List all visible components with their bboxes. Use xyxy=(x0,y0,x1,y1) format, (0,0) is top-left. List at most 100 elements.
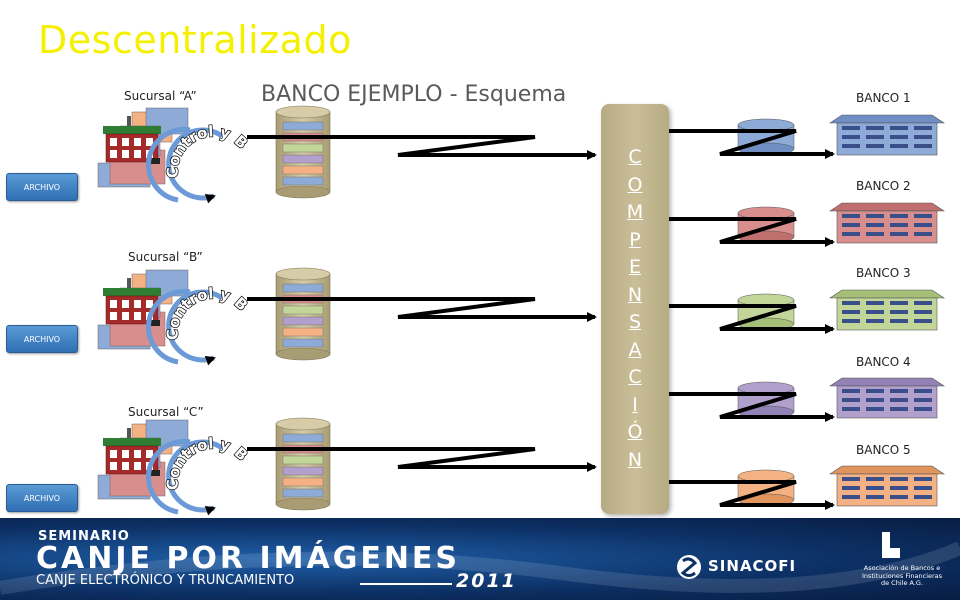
document-stack-sheet xyxy=(282,433,324,443)
control-cycle-arrow-icon xyxy=(146,289,191,365)
bank-window-icon xyxy=(866,389,884,393)
bank-window-icon xyxy=(914,486,932,490)
flow-arrow xyxy=(247,447,597,472)
document-stack-sheet xyxy=(282,165,324,175)
bank-window-icon xyxy=(866,232,884,236)
window-icon xyxy=(146,138,153,146)
bank-window-icon xyxy=(890,407,908,411)
window-icon xyxy=(122,150,129,158)
bank-roof-icon xyxy=(829,465,945,475)
compensacion-letter: A xyxy=(628,338,642,361)
compensacion-letter: M xyxy=(626,201,644,223)
bank-label-4: BANCO 4 xyxy=(856,355,911,369)
compensacion-box: C O M P E N S A C I Ó N xyxy=(601,104,669,514)
document-stack-sheet xyxy=(282,316,324,326)
bank-window-icon xyxy=(866,214,884,218)
flow-arrow xyxy=(652,304,835,334)
bank-window-icon xyxy=(914,495,932,499)
control-balance-label: Control y Balanceo xyxy=(0,0,251,490)
bank-window-icon xyxy=(890,301,908,305)
bank-window-icon xyxy=(914,301,932,305)
branch-group: Control y Balanceo xyxy=(0,0,597,516)
document-stack-sheet xyxy=(282,305,324,315)
bank-window-icon xyxy=(914,135,932,139)
bank-window-icon xyxy=(866,135,884,139)
window-icon xyxy=(122,462,129,470)
bank-group xyxy=(652,377,945,422)
bank-window-icon xyxy=(842,135,860,139)
bank-window-icon xyxy=(914,144,932,148)
flow-arrow xyxy=(652,129,835,159)
bank-window-icon xyxy=(842,301,860,305)
archivo-button-b[interactable]: ARCHIVO xyxy=(6,325,78,353)
document-stack-sheet xyxy=(282,283,324,293)
window-icon xyxy=(134,150,141,158)
database-cylinder-top xyxy=(275,105,331,119)
bank-group xyxy=(652,202,945,247)
compensacion-letter: O xyxy=(627,173,643,196)
window-icon xyxy=(134,312,141,320)
bank-window-icon xyxy=(842,398,860,402)
bank-label-2: BANCO 2 xyxy=(856,179,911,193)
bank-window-icon xyxy=(914,232,932,236)
bank-window-icon xyxy=(914,126,932,130)
branch-roof-icon xyxy=(103,126,161,134)
bank-window-icon xyxy=(914,398,932,402)
bank-window-icon xyxy=(890,495,908,499)
bank-window-icon xyxy=(866,398,884,402)
bank-roof-icon xyxy=(829,289,945,299)
archivo-button-a[interactable]: ARCHIVO xyxy=(6,173,78,201)
chimney-icon xyxy=(127,116,131,126)
document-stack-sheet xyxy=(282,143,324,153)
window-icon xyxy=(146,450,153,458)
footer-sinacofi: SINACOFI xyxy=(708,557,797,575)
window-icon xyxy=(122,138,129,146)
diagram-subtitle: BANCO EJEMPLO - Esquema xyxy=(261,82,567,107)
flow-arrow xyxy=(247,297,597,322)
window-icon xyxy=(134,450,141,458)
document-stack-sheet xyxy=(282,466,324,476)
bank-window-icon xyxy=(842,407,860,411)
bank-group xyxy=(652,465,945,510)
compensacion-letter: Ó xyxy=(627,421,643,443)
bank-window-icon xyxy=(914,310,932,314)
control-cycle-arrow-icon xyxy=(146,439,191,515)
compensacion-letter: N xyxy=(627,283,643,306)
bank-window-icon xyxy=(842,126,860,130)
bank-label-3: BANCO 3 xyxy=(856,266,911,280)
database-cylinder-base xyxy=(275,185,331,199)
bank-window-icon xyxy=(914,319,932,323)
bank-window-icon xyxy=(890,398,908,402)
bank-window-icon xyxy=(842,319,860,323)
document-stack-sheet xyxy=(282,121,324,131)
bank-window-icon xyxy=(890,310,908,314)
asociacion-logo-icon xyxy=(882,532,900,558)
document-stack-sheet xyxy=(282,176,324,186)
bank-window-icon xyxy=(842,232,860,236)
bank-window-icon xyxy=(842,495,860,499)
bank-window-icon xyxy=(914,407,932,411)
bank-window-icon xyxy=(866,126,884,130)
compensacion-letter: C xyxy=(628,366,642,388)
car-icon xyxy=(150,320,160,326)
footer-divider xyxy=(360,583,452,585)
window-icon xyxy=(110,150,117,158)
branch-label-c: Sucursal “C” xyxy=(128,405,204,419)
window-icon xyxy=(110,450,117,458)
bank-window-icon xyxy=(842,144,860,148)
compensacion-letter: S xyxy=(628,311,642,333)
database-cylinder-top xyxy=(275,267,331,281)
bank-window-icon xyxy=(842,223,860,227)
bank-window-icon xyxy=(866,477,884,481)
archivo-button-c[interactable]: ARCHIVO xyxy=(6,484,78,512)
bank-window-icon xyxy=(890,389,908,393)
database-cylinder-base xyxy=(275,347,331,361)
window-icon xyxy=(110,138,117,146)
control-cycle-arrow-icon xyxy=(166,439,224,516)
bank-window-icon xyxy=(842,486,860,490)
window-icon xyxy=(122,300,129,308)
bank-window-icon xyxy=(890,126,908,130)
bank-window-icon xyxy=(842,477,860,481)
bank-window-icon xyxy=(866,319,884,323)
